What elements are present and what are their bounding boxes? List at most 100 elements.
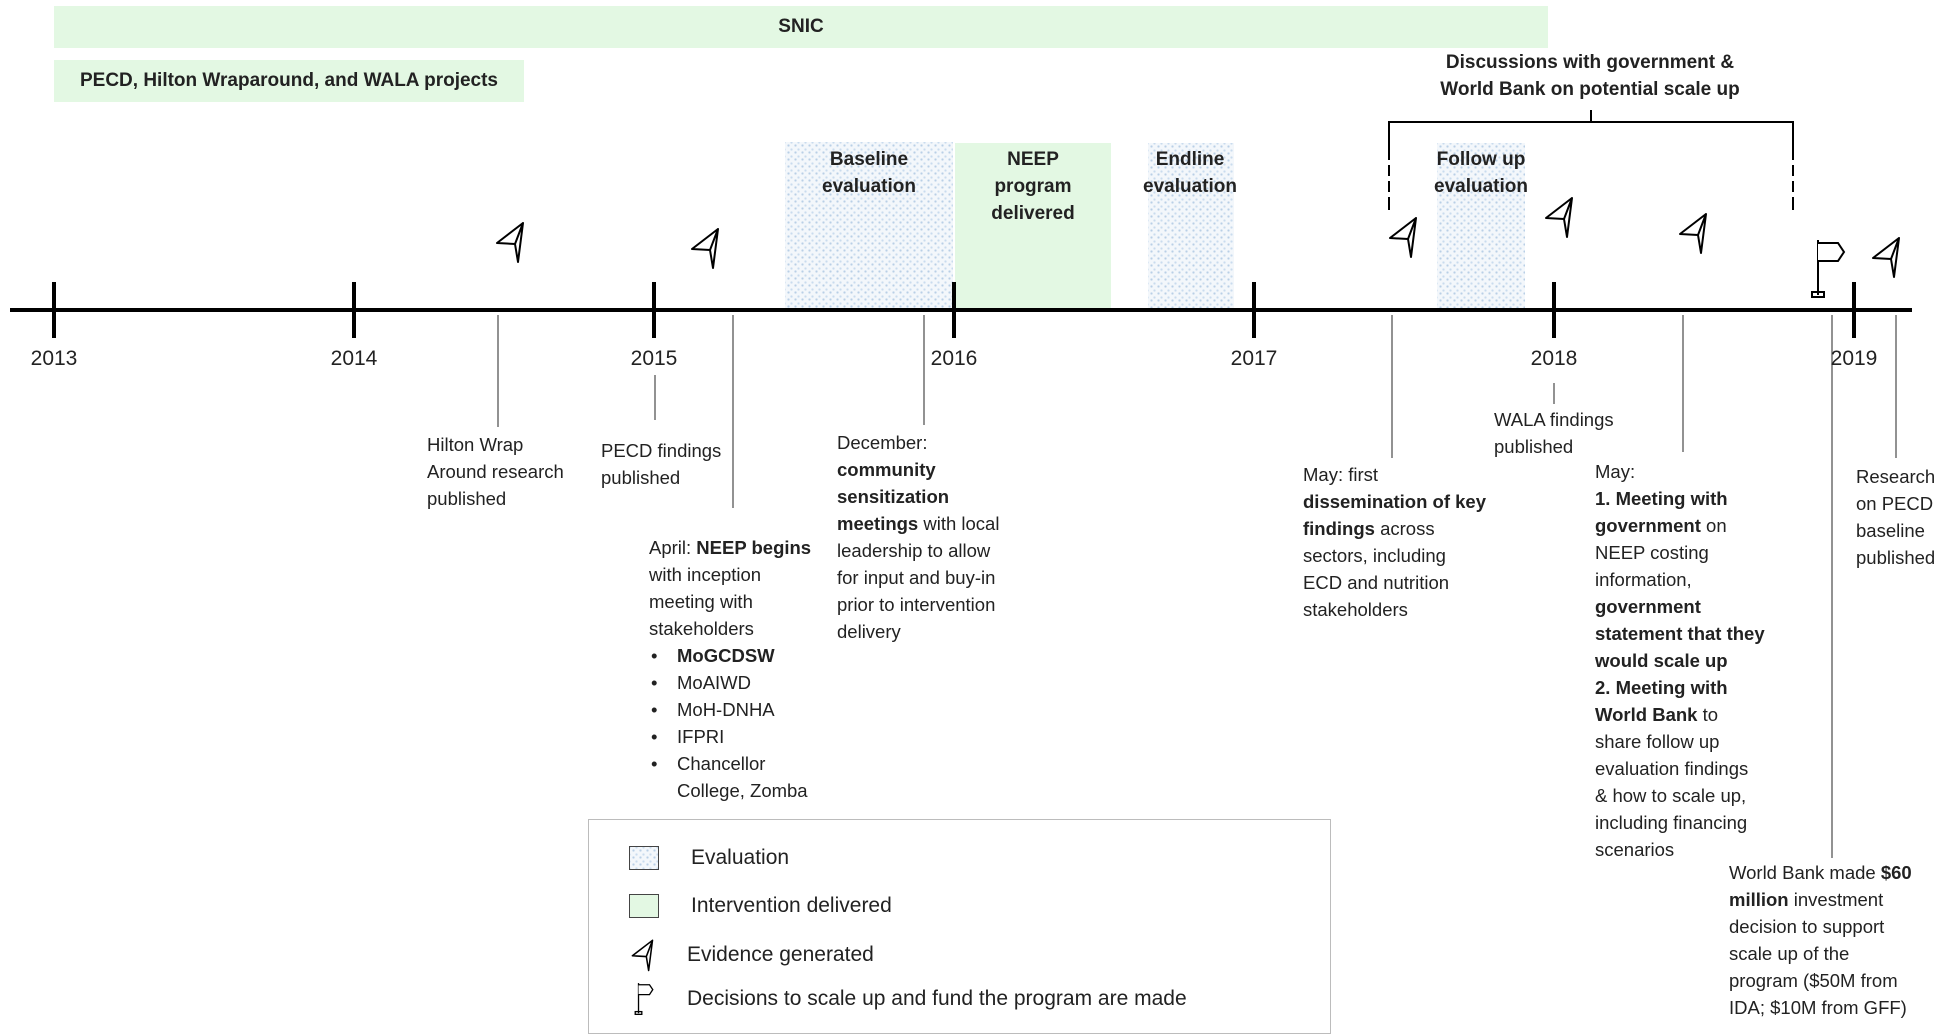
stakeholder-item: IFPRI — [649, 723, 811, 750]
flag-icon — [1811, 240, 1846, 298]
annotation-line: published — [1494, 436, 1574, 457]
annotation-line: May: — [1595, 461, 1636, 482]
neep-program-label: NEEP program delivered — [955, 146, 1111, 227]
year-label-2015: 2015 — [630, 347, 678, 370]
annotation-line: sensitization — [837, 483, 999, 510]
annotation-line: April: NEEP begins — [649, 534, 811, 561]
text-run-bold: $60 — [1880, 862, 1912, 883]
legend-item-decisions: Decisions to scale up and fund the progr… — [629, 982, 1187, 1016]
annotation-line: including financing — [1595, 812, 1748, 833]
year-label-2019: 2019 — [1830, 347, 1878, 370]
bracket-dash-masks — [1387, 160, 1795, 197]
text-run-bold: government — [1595, 515, 1701, 536]
annotation-line: sectors, including — [1303, 545, 1446, 566]
stakeholder-item-continuation: College, Zomba — [677, 780, 808, 801]
hilton-annotation: Hilton Wrap Around research published — [427, 431, 564, 512]
stakeholder-list: MoGCDSW MoAIWD MoH-DNHA IFPRI Chancellor — [649, 642, 811, 777]
text-run-bold: 1. Meeting with — [1595, 488, 1728, 509]
annotation-line: Around research — [427, 461, 564, 482]
annotation-line: decision to support — [1729, 916, 1885, 937]
year-label-2013: 2013 — [30, 347, 78, 370]
label-line: delivered — [991, 203, 1075, 224]
year-ticks — [52, 282, 1856, 338]
text-run-bold: dissemination of key — [1303, 491, 1486, 512]
stakeholder-item: MoAIWD — [649, 669, 811, 696]
paper-plane-icon — [1872, 237, 1900, 278]
annotation-line: published — [1856, 547, 1936, 568]
april-annotation: April: NEEP begins with inception meetin… — [649, 534, 811, 804]
legend-item-evidence: Evidence generated — [629, 938, 874, 972]
annotation-line: published — [601, 467, 681, 488]
annotation-line: meetings with local — [837, 510, 999, 537]
text-run: investment — [1788, 889, 1884, 910]
research-annotation: Research on PECD baseline published — [1856, 463, 1935, 571]
bracket-label: Discussions with government & World Bank… — [1380, 49, 1800, 103]
december-annotation: December: community sensitization meetin… — [837, 429, 999, 645]
text-run-bold: World Bank — [1595, 704, 1698, 725]
label-line: evaluation — [1434, 176, 1528, 197]
annotation-line: December: — [837, 432, 928, 453]
paper-plane-icon — [496, 222, 524, 263]
wala-annotation: WALA findings published — [1494, 406, 1614, 460]
annotation-line: community — [837, 456, 999, 483]
legend: Evaluation Intervention delivered Eviden… — [588, 819, 1331, 1034]
annotation-line: meeting with — [649, 591, 753, 612]
annotation-line: WALA findings — [1494, 409, 1614, 430]
paper-plane-icon — [691, 228, 719, 269]
year-label-2017: 2017 — [1230, 347, 1278, 370]
annotation-line: scenarios — [1595, 839, 1675, 860]
annotation-line: program ($50M from — [1729, 970, 1898, 991]
endline-evaluation-label: Endline evaluation — [1120, 146, 1260, 200]
annotation-line: baseline — [1856, 520, 1925, 541]
annotation-line: share follow up — [1595, 731, 1720, 752]
may-meetings-annotation: May: 1. Meeting with government on NEEP … — [1595, 458, 1765, 863]
text-run-bold: 2. Meeting with — [1595, 677, 1728, 698]
label-line: evaluation — [1143, 176, 1237, 197]
followup-evaluation-box — [1437, 143, 1525, 309]
label-line: evaluation — [822, 176, 916, 197]
neep-program-box — [955, 143, 1111, 309]
text-run-bold: statement that they — [1595, 623, 1765, 644]
annotation-line: May: first — [1303, 464, 1379, 485]
bracket-label-line: Discussions with government & — [1445, 52, 1735, 73]
followup-evaluation-label: Follow up evaluation — [1411, 146, 1551, 200]
year-label-2016: 2016 — [930, 347, 978, 370]
legend-item-intervention: Intervention delivered — [629, 894, 892, 918]
annotation-line: statement that they — [1595, 620, 1765, 647]
flag-icon — [634, 983, 654, 1016]
text-run-bold: government — [1595, 596, 1701, 617]
intervention-swatch — [629, 894, 659, 918]
paper-plane-icon — [1545, 197, 1573, 238]
pecd-annotation: PECD findings published — [601, 437, 721, 491]
legend-item-evaluation: Evaluation — [629, 846, 789, 870]
snic-label: SNIC — [778, 16, 824, 37]
paper-plane-icon — [1389, 217, 1417, 258]
baseline-evaluation-box — [785, 142, 953, 309]
year-label-2014: 2014 — [330, 347, 378, 370]
snic-band: SNIC — [54, 6, 1548, 48]
text-run-bold: million — [1729, 889, 1789, 910]
annotation-line: million investment — [1729, 886, 1912, 913]
projects-label: PECD, Hilton Wraparound, and WALA projec… — [79, 70, 499, 91]
text-run: across — [1374, 518, 1435, 539]
label-line: Follow up — [1436, 149, 1526, 170]
legend-label: Decisions to scale up and fund the progr… — [687, 987, 1187, 1010]
annotation-line: government on — [1595, 512, 1765, 539]
legend-label: Intervention delivered — [691, 894, 892, 917]
may-dissemination-annotation: May: first dissemination of key findings… — [1303, 461, 1486, 623]
annotation-line: on PECD — [1856, 493, 1934, 514]
annotation-line: IDA; $10M from GFF) — [1729, 997, 1907, 1018]
text-run: on — [1700, 515, 1727, 536]
annotation-line: prior to intervention — [837, 594, 996, 615]
annotation-line: NEEP costing — [1595, 542, 1709, 563]
stakeholder-item: Chancellor — [649, 750, 811, 777]
baseline-evaluation-label: Baseline evaluation — [785, 146, 953, 200]
legend-label: Evidence generated — [687, 943, 874, 966]
world-bank-annotation: World Bank made $60 million investment d… — [1729, 859, 1912, 1021]
text-run-bold: would scale up — [1595, 650, 1728, 671]
annotation-line: scale up of the — [1729, 943, 1850, 964]
annotation-line: Research — [1856, 466, 1936, 487]
text-run: to — [1697, 704, 1719, 725]
annotation-line: delivery — [837, 621, 901, 642]
